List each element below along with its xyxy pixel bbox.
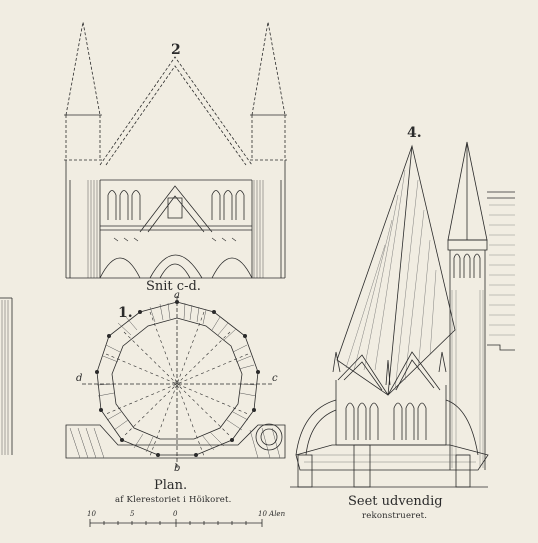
figure-1-caption: Plan. xyxy=(154,478,188,493)
exterior-view-drawing xyxy=(290,141,515,488)
plan-axis-b: b xyxy=(174,463,181,474)
section-drawing xyxy=(64,21,287,279)
scale-label-right: 10 Alen xyxy=(258,510,286,518)
figure-4-subcaption: rekonstrueret. xyxy=(362,511,428,521)
scale-bar xyxy=(89,519,263,527)
plan-axis-d: d xyxy=(76,373,83,384)
figure-4-number: 4. xyxy=(407,125,422,141)
scale-label-left: 10 xyxy=(87,510,96,518)
figure-1-subcaption: af Klerestoriet i Höikoret. xyxy=(115,495,232,505)
plan-axis-c: c xyxy=(272,373,278,384)
scale-label-5: 5 xyxy=(130,510,135,518)
figure-1-number: 1. xyxy=(118,305,133,321)
figure-4-caption: Seet udvendig xyxy=(348,494,443,509)
plan-drawing xyxy=(65,296,286,468)
edge-fragment xyxy=(0,297,13,455)
figure-2-number: 2 xyxy=(171,42,181,58)
plan-axis-a: a xyxy=(174,290,180,301)
scale-label-0: 0 xyxy=(173,510,178,518)
figure-2-caption: Snit c-d. xyxy=(146,279,201,294)
